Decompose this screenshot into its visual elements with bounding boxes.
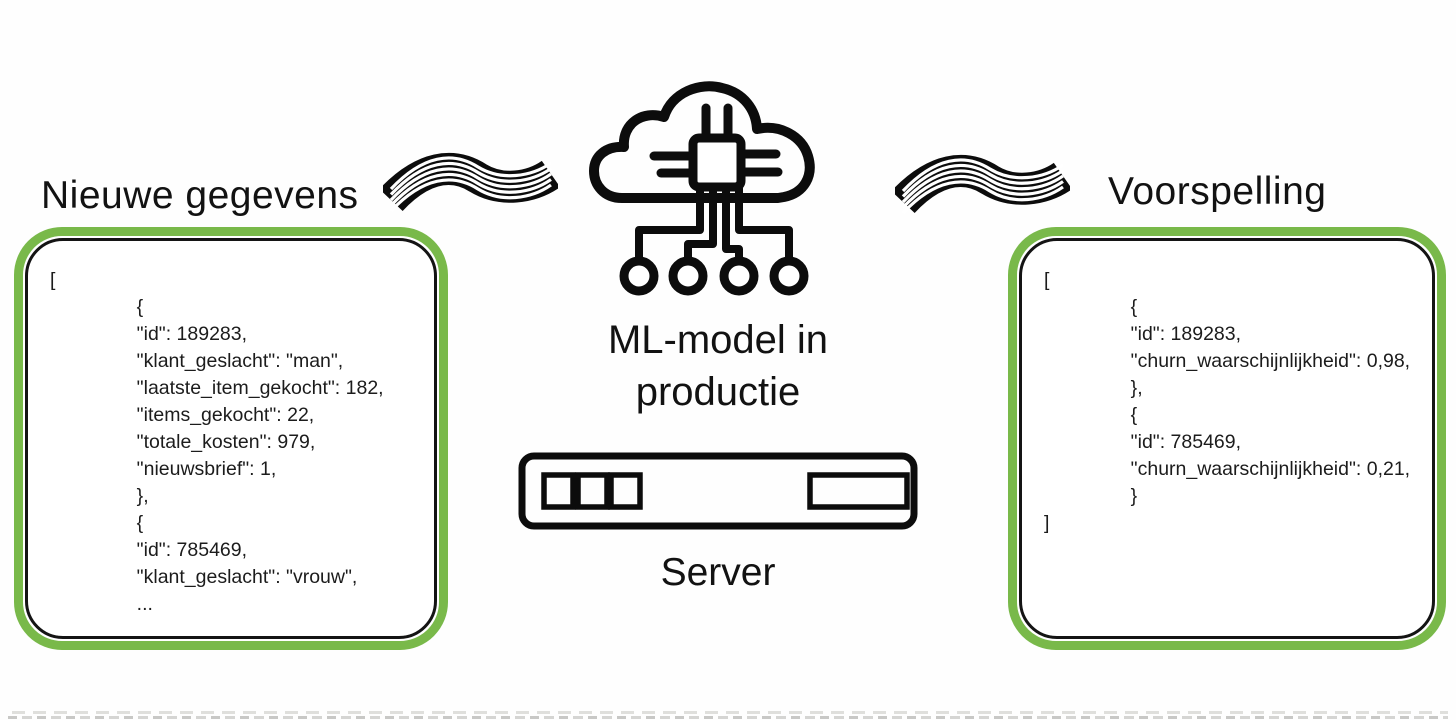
left-title: Nieuwe gegevens xyxy=(41,174,359,217)
server-icon xyxy=(518,452,918,530)
input-data-box-inner: [ { "id": 189283, "klant_geslacht": "man… xyxy=(25,238,437,639)
input-data-code: [ { "id": 189283, "klant_geslacht": "man… xyxy=(50,269,384,615)
input-data-box: [ { "id": 189283, "klant_geslacht": "man… xyxy=(14,227,448,650)
noise-band xyxy=(8,711,1448,719)
wave-flow-right-icon xyxy=(895,155,1070,215)
cloud-chip-icon xyxy=(589,81,815,296)
right-title: Voorspelling xyxy=(1108,170,1327,213)
prediction-box: [ { "id": 189283, "churn_waarschijnlijkh… xyxy=(1008,227,1446,650)
prediction-code: [ { "id": 189283, "churn_waarschijnlijkh… xyxy=(1044,269,1411,534)
ml-model-label-line1: ML-model in xyxy=(607,318,829,362)
ml-model-label: ML-model in productie xyxy=(518,314,918,418)
wave-flow-left-icon xyxy=(383,153,558,213)
ml-model-label-line2: productie xyxy=(635,370,801,414)
prediction-box-inner: [ { "id": 189283, "churn_waarschijnlijkh… xyxy=(1019,238,1435,639)
server-label: Server xyxy=(660,551,776,594)
